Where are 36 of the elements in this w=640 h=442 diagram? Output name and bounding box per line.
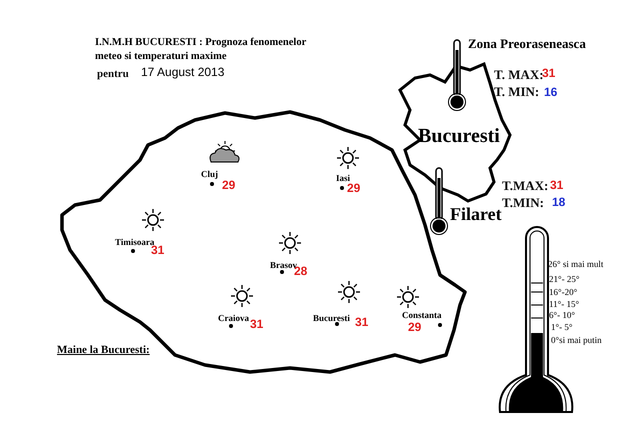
label-text: T.MAX: [502,179,548,192]
date-text: 17 August 2013 [141,66,224,78]
temperature-value: 31 [151,244,164,256]
scale-label: 16°-20° [549,288,578,297]
temperature-value: 31 [250,318,264,330]
temperature-value: 31 [542,67,556,79]
label-text: pentru [97,69,129,80]
scale-label: 1°- 5° [551,323,572,332]
label-text: T. MIN: [494,85,540,98]
scale-label: 26° si mai mult [548,260,604,269]
scale-label: 11°- 15° [549,300,580,309]
temperature-value: 28 [294,265,308,277]
title: I.N.M.H BUCURESTI : Prognoza fenomenelor meteo si temperaturi maxime [95,36,307,64]
region-name: Bucuresti [418,126,500,146]
city-name: Bucuresti [313,314,350,323]
station-name: Filaret [450,205,502,223]
city-name: Timisoara [115,238,154,247]
scale-label: 6°- 10° [549,311,575,320]
temperature-value: 31 [550,179,564,191]
label-text: Zona Preoraseneasca [468,37,586,50]
temperature-value: 29 [347,182,360,194]
city-name: Constanta [402,311,442,320]
city-name: Brasov [270,261,297,270]
temperature-value: 29 [222,179,236,191]
temperature-value: 18 [552,196,566,208]
label-text: T.MIN: [502,196,544,209]
temperature-value: 29 [408,321,422,333]
scale-label: 0°si mai putin [551,336,602,345]
city-name: Iasi [336,174,350,183]
city-name: Cluj [201,170,218,179]
scale-label: 21°- 25° [549,275,580,284]
temperature-value: 16 [544,86,558,98]
temperature-value: 31 [355,316,368,328]
label-text: T. MAX: [494,68,544,81]
label-text: Maine la Bucuresti: [57,345,150,356]
city-name: Craiova [218,314,249,323]
